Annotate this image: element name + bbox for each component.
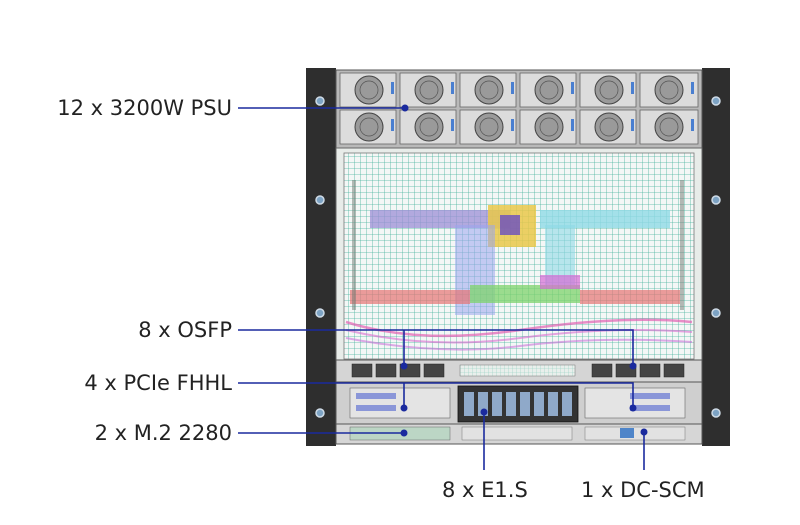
label-dcscm: 1 x DC-SCM bbox=[581, 478, 705, 502]
label-pcie: 4 x PCIe FHHL bbox=[84, 371, 232, 395]
label-osfp: 8 x OSFP bbox=[138, 318, 232, 342]
chassis-right-rail bbox=[702, 68, 730, 446]
rail-screws bbox=[315, 96, 721, 418]
label-e1s: 8 x E1.S bbox=[442, 478, 528, 502]
label-m2: 2 x M.2 2280 bbox=[94, 421, 232, 445]
compute-tray bbox=[335, 147, 703, 364]
label-psu: 12 x 3200W PSU bbox=[57, 96, 232, 120]
psu-bay bbox=[335, 69, 703, 149]
front-io bbox=[335, 359, 703, 445]
callout-dots bbox=[400, 104, 648, 437]
callout-lines bbox=[238, 107, 645, 470]
chassis-left-rail bbox=[306, 68, 336, 446]
